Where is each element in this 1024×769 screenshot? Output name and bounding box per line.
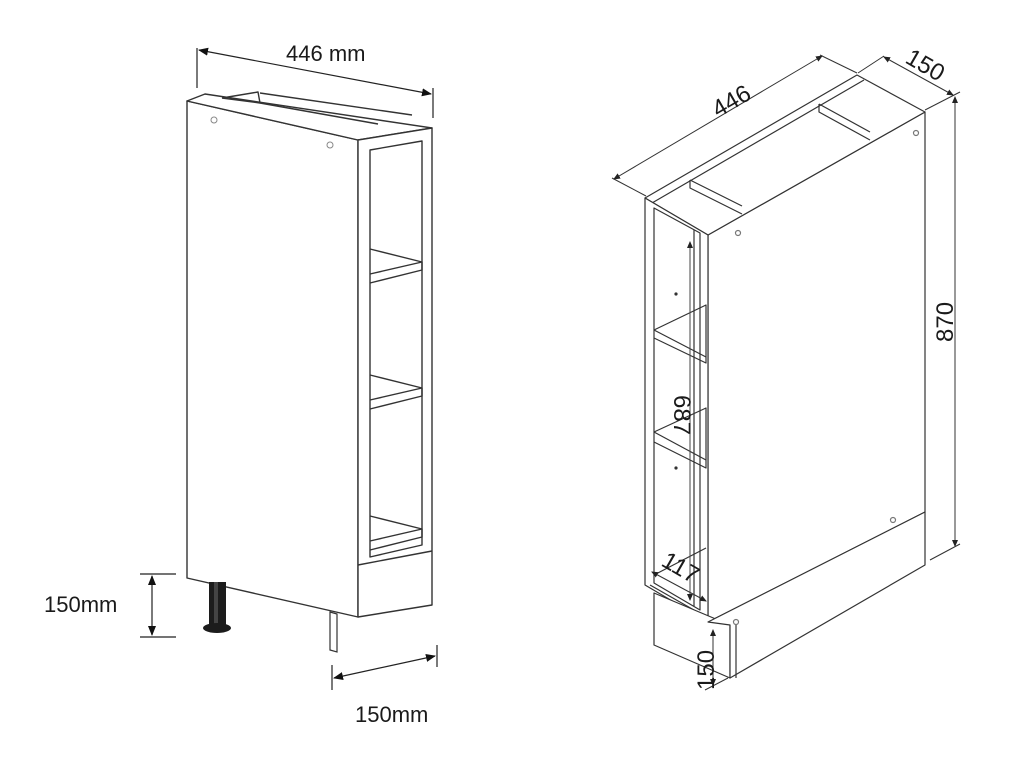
right-depth-label: 150 bbox=[901, 44, 949, 87]
left-side-panel bbox=[186, 100, 359, 618]
left-depth-dimension bbox=[331, 645, 438, 690]
left-shelf-3 bbox=[369, 515, 423, 551]
right-height-dimension bbox=[929, 96, 961, 561]
right-cabinet bbox=[644, 74, 926, 679]
left-width-dimension bbox=[196, 47, 434, 118]
right-plinth-label: 150 bbox=[693, 650, 720, 690]
right-height-label: 870 bbox=[932, 302, 959, 342]
right-plinth-dimension bbox=[704, 629, 729, 691]
right-inner-depth-line bbox=[651, 571, 707, 602]
right-width-dimension bbox=[611, 54, 858, 197]
left-leg-height-dimension bbox=[140, 573, 176, 638]
left-depth-label: 150mm bbox=[355, 702, 428, 727]
right-shelf-1 bbox=[653, 304, 707, 364]
left-shelf-1 bbox=[369, 248, 423, 284]
left-leg-height-label: 150mm bbox=[44, 592, 117, 617]
left-front-leg bbox=[329, 611, 338, 653]
right-depth-dimension bbox=[857, 55, 961, 111]
right-shelf-2 bbox=[653, 407, 707, 469]
left-width-label: 446 mm bbox=[286, 41, 365, 66]
left-shelf-2 bbox=[369, 374, 423, 410]
left-leg bbox=[203, 582, 231, 633]
right-width-label: 446 bbox=[708, 80, 756, 123]
right-inner-height-label: 687 bbox=[668, 395, 695, 435]
left-cabinet bbox=[186, 91, 433, 618]
left-opening bbox=[369, 140, 423, 558]
